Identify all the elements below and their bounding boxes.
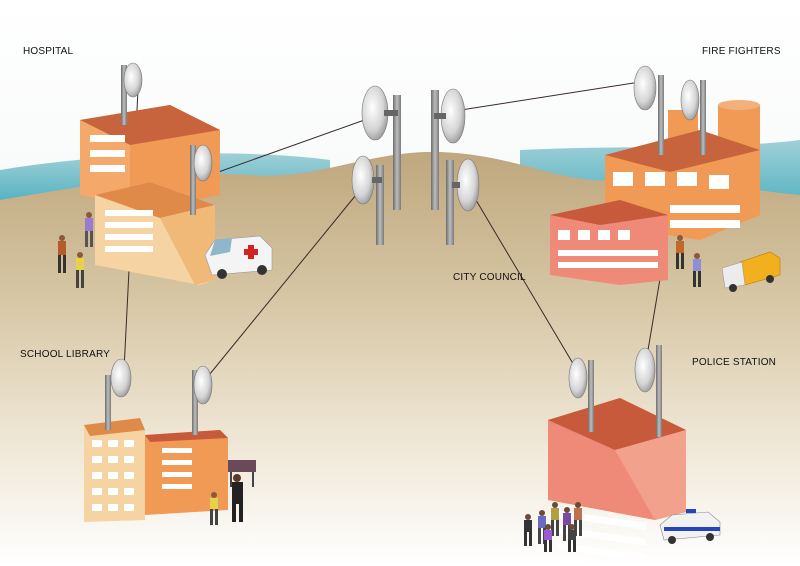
hospital-mast-2 bbox=[190, 145, 196, 215]
fire-dish-1 bbox=[633, 65, 657, 111]
council-mast-1 bbox=[393, 95, 401, 210]
city-council-site bbox=[351, 85, 480, 245]
fire-fighters-site bbox=[550, 65, 781, 292]
police-mast-1 bbox=[588, 360, 594, 432]
council-dish-3 bbox=[351, 155, 375, 205]
library-mast-2 bbox=[192, 370, 198, 435]
fire-mast-2 bbox=[700, 80, 706, 155]
hospital-dish-1 bbox=[123, 62, 143, 98]
hospital-mast-1 bbox=[121, 65, 127, 125]
link-city-council-school-library bbox=[204, 189, 361, 381]
library-mast-1 bbox=[105, 375, 111, 430]
council-mast-3 bbox=[376, 165, 384, 245]
hospital-people bbox=[58, 212, 93, 288]
police-dish-2 bbox=[634, 347, 656, 393]
link-hospital-city-council bbox=[209, 117, 371, 176]
fire-fighters-label: FIRE FIGHTERS bbox=[702, 46, 781, 57]
police-mast-2 bbox=[656, 345, 662, 437]
council-mast-2 bbox=[431, 90, 439, 210]
link-city-council-police-station bbox=[469, 189, 579, 373]
school-library-site bbox=[84, 358, 256, 525]
city-council-label: CITY COUNCIL bbox=[453, 272, 526, 283]
hospital-label: HOSPITAL bbox=[23, 46, 74, 57]
fire-people bbox=[676, 235, 701, 287]
police-station-site bbox=[524, 345, 721, 566]
police-crowd bbox=[524, 502, 582, 552]
council-dish-4 bbox=[456, 158, 480, 212]
library-people bbox=[210, 460, 256, 525]
library-dish-1 bbox=[110, 358, 132, 398]
police-station-label: POLICE STATION bbox=[692, 357, 777, 368]
police-car-icon bbox=[659, 509, 721, 544]
fire-truck-icon bbox=[721, 251, 781, 292]
hospital-site bbox=[58, 62, 273, 288]
fire-dish-2 bbox=[680, 79, 700, 121]
ambulance-icon bbox=[204, 235, 273, 279]
school-library-label: SCHOOL LIBRARY bbox=[20, 349, 111, 360]
council-mast-4 bbox=[446, 160, 454, 245]
library-dish-2 bbox=[193, 365, 213, 405]
link-fire-fighters-city-council bbox=[447, 81, 641, 113]
police-dish-1 bbox=[568, 357, 588, 399]
hospital-dish-2 bbox=[193, 144, 213, 182]
fire-mast-1 bbox=[658, 75, 664, 155]
